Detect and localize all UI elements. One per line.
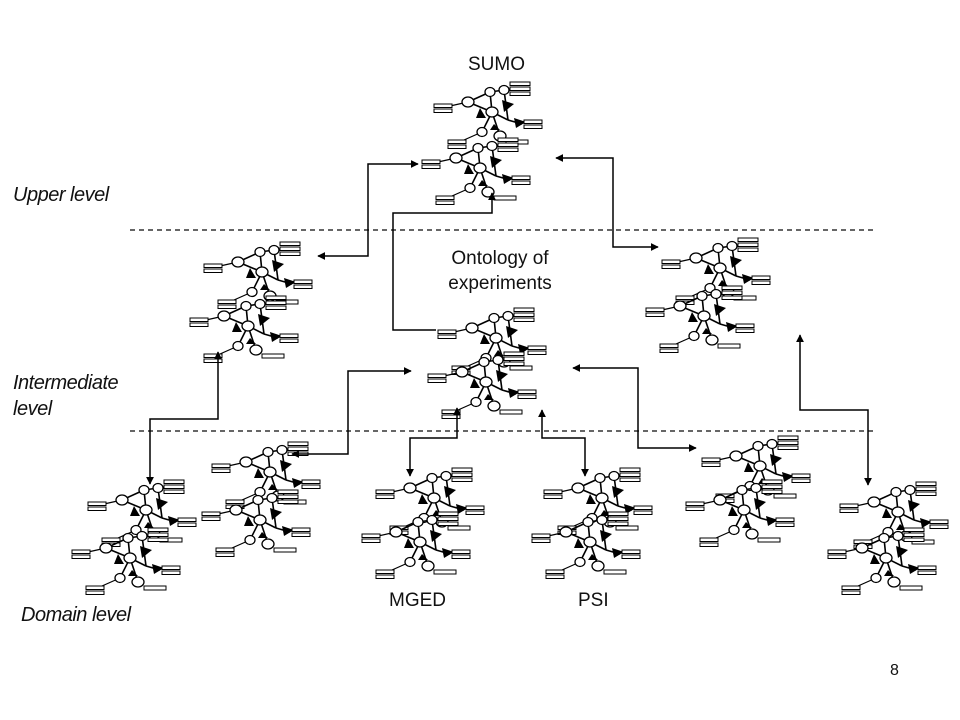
intermediate-right-network [645, 237, 771, 354]
mged-label: MGED [389, 590, 446, 611]
intermediate-level-label: Intermediate level [13, 370, 119, 422]
domain5-experiments-link [572, 364, 697, 452]
ontology-of-experiments-label: Ontology of experiments [430, 246, 570, 296]
mged-experiments-link [406, 407, 461, 477]
domain-level-label: Domain level [21, 604, 131, 626]
ontology-of-experiments-line2: experiments [448, 273, 552, 294]
intermediate-level-line1: Intermediate [13, 372, 119, 394]
ontology-of-experiments-line1: Ontology of [451, 248, 549, 269]
experiments-network [427, 307, 547, 420]
domain6-intermediate-right-link [796, 334, 872, 486]
intermediate-level-line2: level [13, 398, 52, 420]
domain-network-2 [201, 441, 321, 558]
domain-network-1 [71, 479, 197, 596]
sumo-intermediate-right-link [555, 154, 659, 251]
psi-label: PSI [578, 590, 609, 611]
intermediate-left-network [189, 241, 313, 364]
domain1-intermediate-left-link [146, 351, 222, 485]
mged-network [361, 467, 485, 580]
sumo-network [421, 81, 543, 206]
experiments-sumo-link [392, 192, 496, 331]
domain-network-6 [827, 481, 949, 596]
psi-experiments-link [538, 409, 589, 477]
page-number: 8 [890, 662, 899, 679]
sumo-label: SUMO [468, 54, 525, 75]
sumo-intermediate-left-link [317, 160, 419, 260]
psi-network [531, 467, 653, 580]
domain2-experiments-link [291, 367, 412, 458]
upper-level-label: Upper level [13, 184, 109, 206]
domain-network-5 [685, 435, 811, 548]
